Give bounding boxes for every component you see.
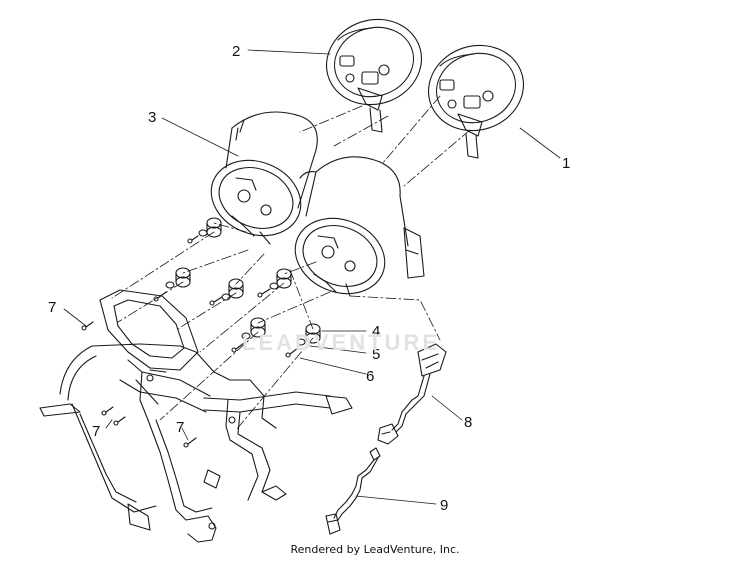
wiring-harness-8 — [377, 343, 447, 445]
callout-5: 5 — [372, 346, 380, 363]
callout-3: 3 — [148, 109, 156, 126]
grommets-4 — [175, 217, 321, 344]
gauge-2 — [325, 18, 423, 133]
callout-2: 2 — [232, 43, 240, 60]
callout-7-lower-left: 7 — [92, 423, 100, 440]
callout-7-upper: 7 — [48, 299, 56, 316]
housing-3-left-pod — [210, 111, 318, 245]
callout-8: 8 — [464, 414, 472, 431]
watermark: LEADVENTURE — [242, 330, 441, 355]
callout-labels: 1 2 3 4 5 6 7 7 7 8 9 — [48, 43, 570, 514]
callout-4: 4 — [372, 323, 380, 340]
gauge-1 — [427, 44, 525, 159]
mounting-frame — [39, 289, 353, 543]
callout-1: 1 — [562, 155, 570, 172]
screws — [81, 235, 299, 448]
housing-3-right-pod — [294, 156, 425, 297]
leader-lines — [63, 49, 561, 505]
callout-6: 6 — [366, 368, 374, 385]
callout-9: 9 — [440, 497, 448, 514]
callout-7-lower-right: 7 — [176, 419, 184, 436]
render-credit: Rendered by LeadVenture, Inc. — [290, 543, 460, 556]
explode-lines — [111, 95, 471, 431]
wiring-harness-9 — [325, 447, 381, 535]
